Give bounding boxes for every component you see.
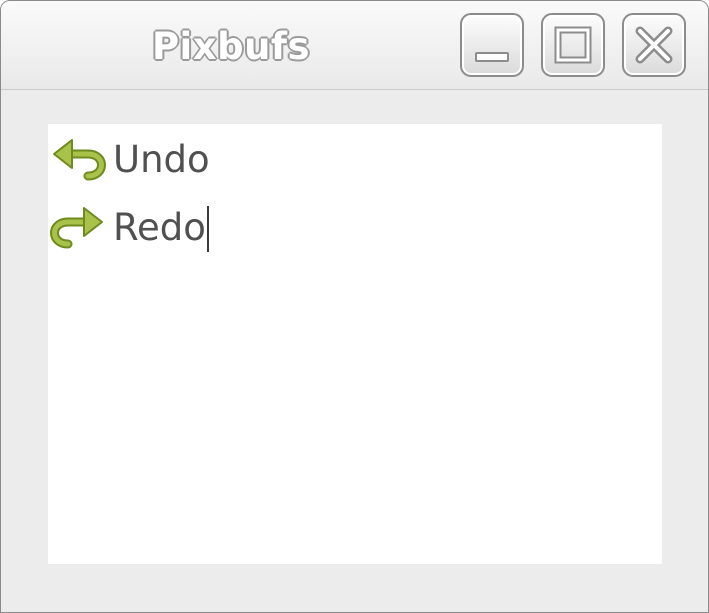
undo-text: Undo (113, 138, 210, 181)
minimize-button[interactable] (460, 13, 524, 77)
redo-text: Redo (113, 206, 206, 249)
close-icon (635, 26, 673, 64)
redo-icon (48, 200, 108, 254)
maximize-button[interactable] (541, 13, 605, 77)
text-line-undo[interactable]: Undo (48, 132, 448, 186)
window-title: Pixbufs (151, 25, 311, 68)
redo-text-line: Redo (113, 204, 209, 252)
text-view[interactable]: Undo Redo (48, 124, 662, 564)
minimize-icon (475, 52, 509, 62)
title-bar[interactable]: Pixbufs (1, 1, 708, 90)
maximize-icon (554, 26, 592, 64)
text-caret (206, 206, 209, 252)
close-button[interactable] (622, 13, 686, 77)
undo-icon (48, 132, 108, 186)
text-line-redo[interactable]: Redo (48, 200, 448, 254)
